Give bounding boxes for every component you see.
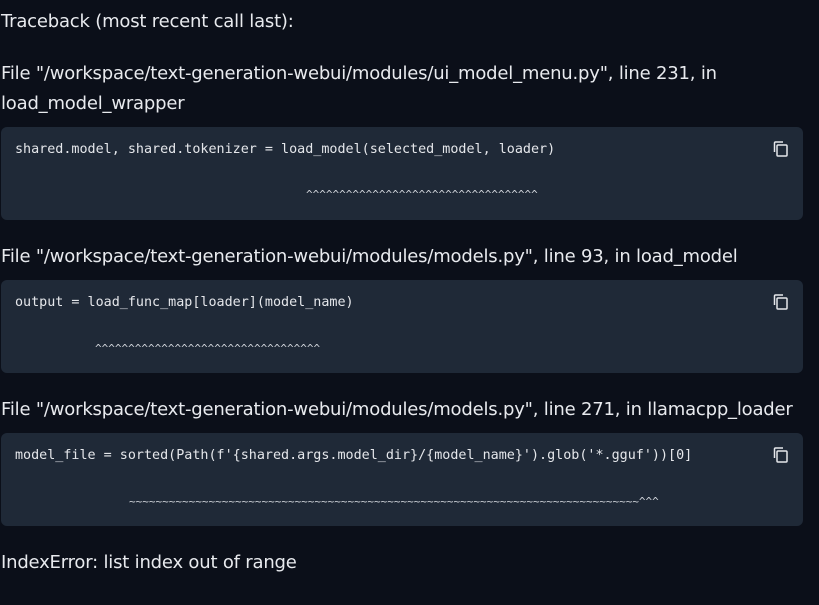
frame-1-code-block: shared.model, shared.tokenizer = load_mo… bbox=[1, 127, 803, 220]
frame-3-code-block: model_file = sorted(Path(f'{shared.args.… bbox=[1, 433, 803, 526]
copy-icon bbox=[773, 294, 788, 310]
error-message: IndexError: list index out of range bbox=[1, 552, 297, 573]
frame-2-code: output = load_func_map[loader](model_nam… bbox=[15, 295, 354, 310]
frame-3-code: model_file = sorted(Path(f'{shared.args.… bbox=[15, 448, 693, 463]
frame-2-marker: ^^^^^^^^^^^^^^^^^^^^^^^^^^^^^^^^^^ bbox=[95, 342, 321, 355]
traceback-header: Traceback (most recent call last): bbox=[1, 11, 294, 32]
frame-1-copy-button[interactable] bbox=[771, 139, 791, 159]
frame-1-function: load_model_wrapper bbox=[1, 93, 185, 114]
frame-2-copy-button[interactable] bbox=[771, 292, 791, 312]
frame-3-copy-button[interactable] bbox=[771, 445, 791, 465]
frame-2-code-block: output = load_func_map[loader](model_nam… bbox=[1, 280, 803, 373]
copy-icon bbox=[773, 447, 788, 463]
frame-1-marker: ^^^^^^^^^^^^^^^^^^^^^^^^^^^^^^^^^^^ bbox=[306, 188, 538, 201]
frame-1-code: shared.model, shared.tokenizer = load_mo… bbox=[15, 142, 556, 157]
copy-icon bbox=[773, 141, 788, 157]
frame-3-location: File "/workspace/text-generation-webui/m… bbox=[1, 399, 793, 420]
frame-1-location: File "/workspace/text-generation-webui/m… bbox=[1, 63, 717, 84]
frame-3-marker: ~~~~~~~~~~~~~~~~~~~~~~~~~~~~~~~~~~~~~~~~… bbox=[129, 495, 659, 508]
frame-2-location: File "/workspace/text-generation-webui/m… bbox=[1, 246, 738, 267]
